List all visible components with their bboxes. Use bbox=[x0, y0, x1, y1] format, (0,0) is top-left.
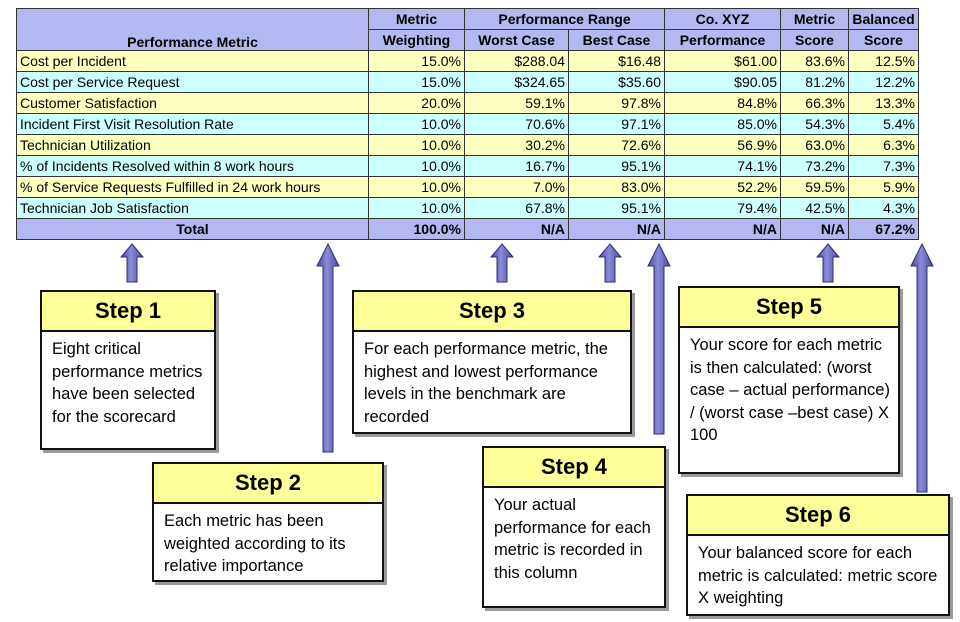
worst-case-cell: 30.2% bbox=[464, 134, 569, 156]
step-4-description: Your actual performance for each metric … bbox=[494, 496, 651, 582]
metric-name: % of Service Requests Fulfilled in 24 wo… bbox=[16, 176, 369, 198]
table-row: Cost per Service Request 15.0% $324.65 $… bbox=[16, 71, 919, 93]
step-1-title: Step 1 bbox=[42, 292, 214, 332]
worst-case-cell: 7.0% bbox=[464, 176, 569, 198]
best-case-cell: 83.0% bbox=[568, 176, 665, 198]
step-6-box: Step 6 Your balanced score for each metr… bbox=[686, 494, 950, 616]
total-metric-score: N/A bbox=[780, 218, 849, 240]
worst-case-cell: 59.1% bbox=[464, 92, 569, 114]
metric-score-cell: 66.3% bbox=[780, 92, 849, 114]
best-case-cell: $35.60 bbox=[568, 71, 665, 93]
performance-cell: 56.9% bbox=[664, 134, 781, 156]
scorecard-table: Performance Metric Metric Performance Ra… bbox=[16, 8, 919, 240]
up-arrow-icon bbox=[647, 242, 671, 435]
metric-name: Cost per Service Request bbox=[16, 71, 369, 93]
step-4-title: Step 4 bbox=[484, 448, 664, 488]
step-5-box: Step 5 Your score for each metric is the… bbox=[678, 286, 900, 474]
performance-cell: $61.00 bbox=[664, 50, 781, 72]
header-balanced-score-line2: Score bbox=[848, 29, 919, 51]
weighting-cell: 10.0% bbox=[368, 197, 465, 219]
worst-case-cell: $288.04 bbox=[464, 50, 569, 72]
header-balanced-score-line1: Balanced bbox=[848, 8, 919, 30]
metric-score-cell: 73.2% bbox=[780, 155, 849, 177]
header-best-case: Best Case bbox=[568, 29, 665, 51]
balanced-score-cell: 13.3% bbox=[848, 92, 919, 114]
step-3-title: Step 3 bbox=[354, 292, 630, 332]
table-row: Technician Utilization 10.0% 30.2% 72.6%… bbox=[16, 134, 919, 156]
best-case-cell: $16.48 bbox=[568, 50, 665, 72]
weighting-cell: 10.0% bbox=[368, 134, 465, 156]
worst-case-cell: 16.7% bbox=[464, 155, 569, 177]
balanced-score-cell: 12.2% bbox=[848, 71, 919, 93]
step-3-description: For each performance metric, the highest… bbox=[364, 340, 608, 426]
metric-name: Incident First Visit Resolution Rate bbox=[16, 113, 369, 135]
metric-score-cell: 59.5% bbox=[780, 176, 849, 198]
step-6-title: Step 6 bbox=[688, 496, 948, 536]
performance-cell: 74.1% bbox=[664, 155, 781, 177]
header-performance-line2: Performance bbox=[664, 29, 781, 51]
total-weighting: 100.0% bbox=[368, 218, 465, 240]
balanced-score-cell: 6.3% bbox=[848, 134, 919, 156]
header-performance-line1: Co. XYZ bbox=[664, 8, 781, 30]
header-row-1: Performance Metric Metric Performance Ra… bbox=[16, 8, 919, 51]
up-arrow-icon bbox=[815, 243, 841, 283]
header-row-2: Weighting Worst Case Best Case Performan… bbox=[17, 29, 919, 51]
metric-name: Cost per Incident bbox=[16, 50, 369, 72]
total-label: Total bbox=[16, 218, 369, 240]
total-worst-case: N/A bbox=[464, 218, 569, 240]
header-performance-range: Performance Range bbox=[464, 8, 665, 30]
best-case-cell: 97.8% bbox=[568, 92, 665, 114]
worst-case-cell: 70.6% bbox=[464, 113, 569, 135]
step-1-box: Step 1 Eight critical performance metric… bbox=[40, 290, 216, 450]
metric-score-cell: 83.6% bbox=[780, 50, 849, 72]
performance-cell: 85.0% bbox=[664, 113, 781, 135]
step-2-description: Each metric has been weighted according … bbox=[164, 512, 346, 575]
metric-score-cell: 63.0% bbox=[780, 134, 849, 156]
step-1-description: Eight critical performance metrics have … bbox=[52, 340, 203, 426]
total-performance: N/A bbox=[664, 218, 781, 240]
best-case-cell: 95.1% bbox=[568, 197, 665, 219]
best-case-cell: 95.1% bbox=[568, 155, 665, 177]
step-4-box: Step 4 Your actual performance for each … bbox=[482, 446, 666, 608]
step-6-description: Your balanced score for each metric is c… bbox=[698, 544, 938, 607]
metric-score-cell: 81.2% bbox=[780, 71, 849, 93]
table-row: Customer Satisfaction 20.0% 59.1% 97.8% … bbox=[16, 92, 919, 114]
performance-cell: $90.05 bbox=[664, 71, 781, 93]
balanced-score-cell: 5.9% bbox=[848, 176, 919, 198]
up-arrow-icon bbox=[119, 243, 145, 283]
header-weighting-line2: Weighting bbox=[368, 29, 465, 51]
total-row: Total 100.0% N/A N/A N/A N/A 67.2% bbox=[16, 218, 919, 240]
total-best-case: N/A bbox=[568, 218, 665, 240]
step-5-description: Your score for each metric is then calcu… bbox=[690, 336, 890, 444]
metric-name: % of Incidents Resolved within 8 work ho… bbox=[16, 155, 369, 177]
step-5-title: Step 5 bbox=[680, 288, 898, 328]
best-case-cell: 97.1% bbox=[568, 113, 665, 135]
header-metric-score-line2: Score bbox=[780, 29, 849, 51]
weighting-cell: 20.0% bbox=[368, 92, 465, 114]
table-row: % of Incidents Resolved within 8 work ho… bbox=[16, 155, 919, 177]
balanced-score-cell: 7.3% bbox=[848, 155, 919, 177]
metric-name: Technician Utilization bbox=[16, 134, 369, 156]
balanced-score-cell: 5.4% bbox=[848, 113, 919, 135]
balanced-score-cell: 4.3% bbox=[848, 197, 919, 219]
step-2-title: Step 2 bbox=[154, 464, 382, 504]
total-balanced-score: 67.2% bbox=[848, 218, 919, 240]
up-arrow-icon bbox=[597, 243, 623, 283]
weighting-cell: 10.0% bbox=[368, 176, 465, 198]
header-performance-metric: Performance Metric bbox=[16, 8, 369, 51]
up-arrow-icon bbox=[910, 242, 934, 493]
up-arrow-icon bbox=[489, 243, 515, 283]
table-row: % of Service Requests Fulfilled in 24 wo… bbox=[16, 176, 919, 198]
step-3-box: Step 3 For each performance metric, the … bbox=[352, 290, 632, 434]
up-arrow-icon bbox=[316, 242, 340, 453]
metric-name: Customer Satisfaction bbox=[16, 92, 369, 114]
weighting-cell: 10.0% bbox=[368, 155, 465, 177]
metric-name: Technician Job Satisfaction bbox=[16, 197, 369, 219]
step-2-box: Step 2 Each metric has been weighted acc… bbox=[152, 462, 384, 582]
